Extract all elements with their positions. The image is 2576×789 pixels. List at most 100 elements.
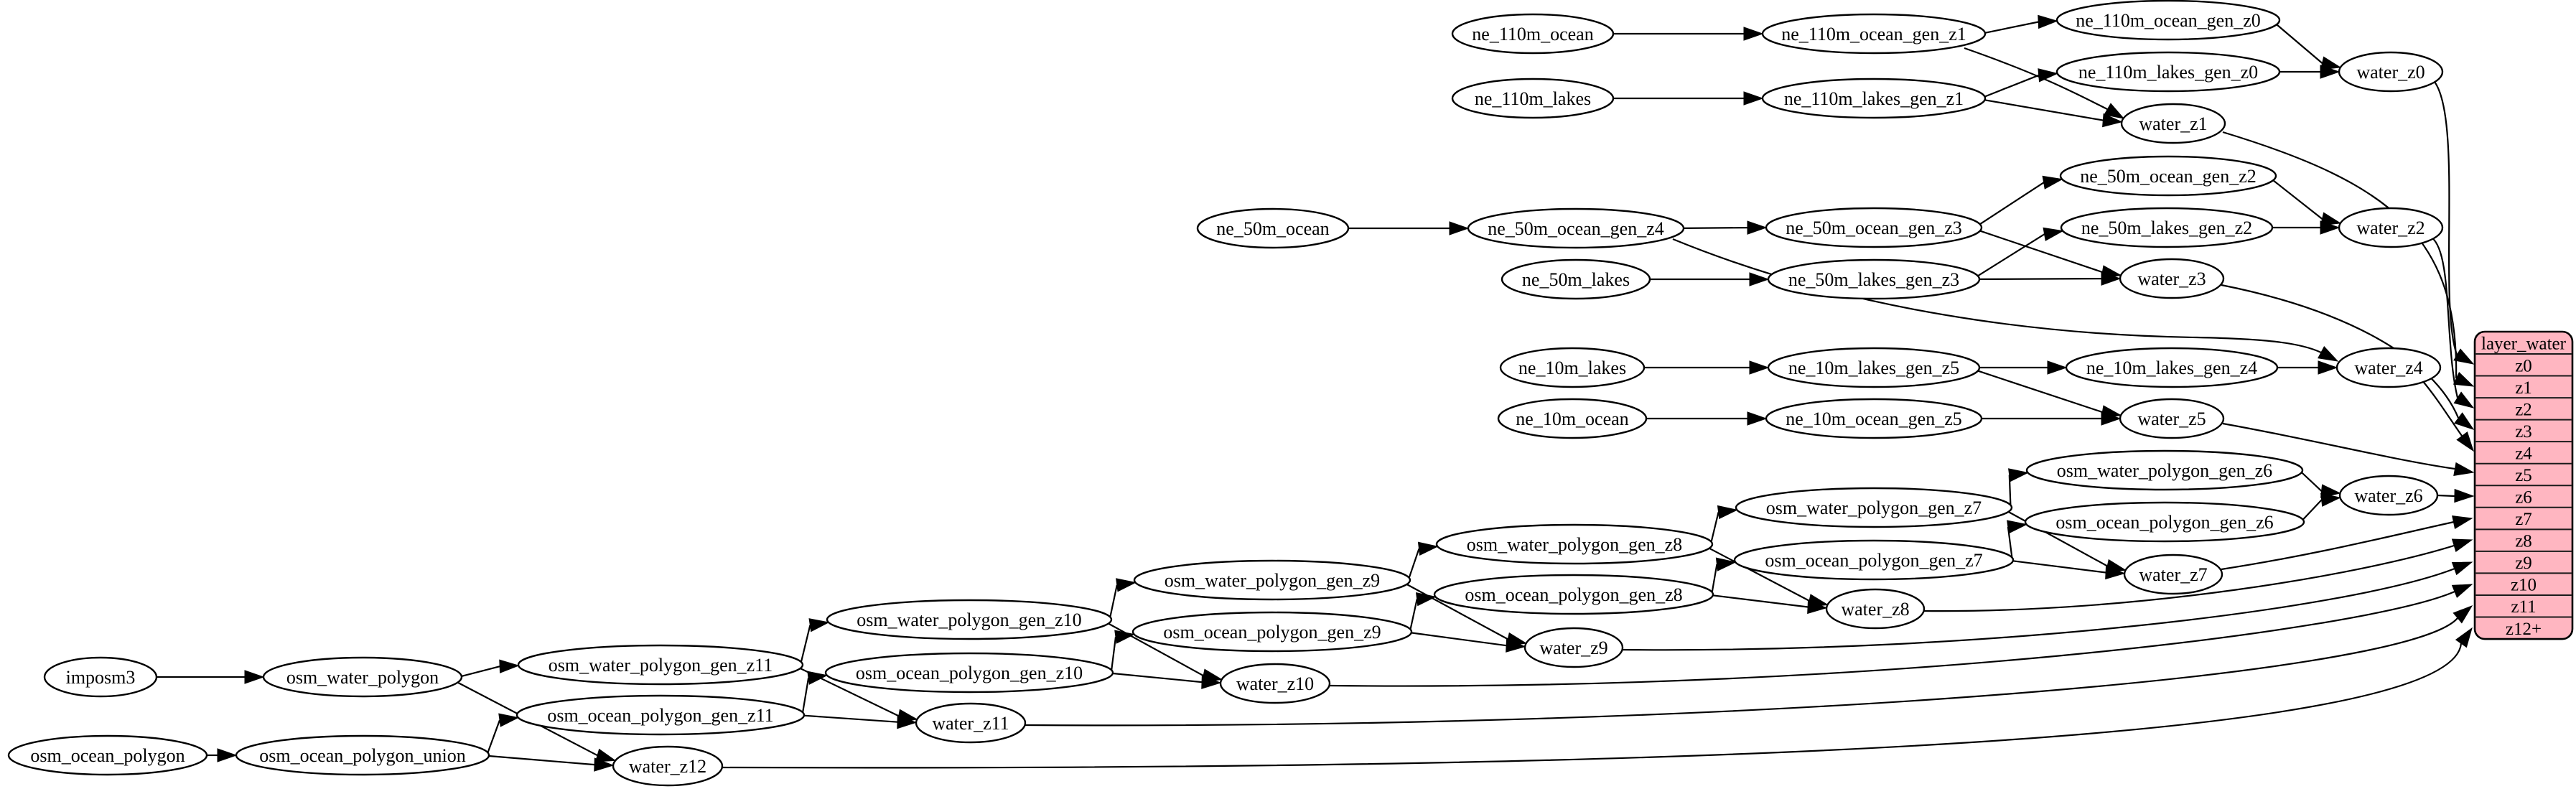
edge-osm_water_polygon-to-osm_water_polygon_gen_z11 bbox=[461, 666, 500, 677]
edge-osm_ocean_polygon_gen_z7-to-water_z7-arrow-icon bbox=[2105, 565, 2126, 580]
node-osm_ocean_polygon_gen_z9: osm_ocean_polygon_gen_z9 bbox=[1131, 611, 1413, 653]
edge-osm_ocean_polygon_gen_z10-to-osm_ocean_polygon_gen_z9 bbox=[1111, 636, 1117, 671]
node-ne_50m_ocean: ne_50m_ocean bbox=[1196, 207, 1350, 249]
node-osm_ocean_polygon_gen_z8-label: osm_ocean_polygon_gen_z8 bbox=[1465, 584, 1682, 605]
node-osm_ocean_polygon_union-label: osm_ocean_polygon_union bbox=[259, 745, 465, 766]
node-water_z3-shape bbox=[2119, 258, 2225, 299]
node-osm_water_polygon_gen_z7-shape bbox=[1735, 487, 2013, 528]
table-row-z11: z11 bbox=[2511, 597, 2536, 617]
edge-osm_ocean_polygon-to-osm_ocean_polygon_union-arrow-icon bbox=[217, 748, 238, 762]
node-water_z5: water_z5 bbox=[2119, 398, 2225, 439]
node-ne_110m_ocean_gen_z1-label: ne_110m_ocean_gen_z1 bbox=[1781, 24, 1966, 45]
node-water_z2: water_z2 bbox=[2338, 207, 2444, 248]
table-row-z4: z4 bbox=[2515, 444, 2532, 463]
node-osm_water_polygon_gen_z8: osm_water_polygon_gen_z8 bbox=[1435, 523, 1714, 565]
node-osm_ocean_polygon_gen_z10: osm_ocean_polygon_gen_z10 bbox=[824, 652, 1114, 694]
edge-osm_water_polygon_gen_z8-to-water_z8 bbox=[1709, 547, 1810, 602]
node-osm_ocean_polygon_gen_z6: osm_ocean_polygon_gen_z6 bbox=[2024, 501, 2305, 543]
edge-water_z5-to-layer_waterz5-arrow-icon bbox=[2453, 462, 2475, 476]
node-osm_water_polygon_gen_z9-label: osm_water_polygon_gen_z9 bbox=[1165, 570, 1380, 591]
edge-water_z12-to-layer_waterz12-arrow-icon bbox=[2455, 627, 2473, 648]
edge-osm_ocean_polygon_gen_z6-to-water_z6-arrow-icon bbox=[2320, 492, 2341, 507]
edge-ne_50m_ocean_gen_z4-to-water_z4 bbox=[1672, 238, 2322, 353]
node-osm_water_polygon_gen_z10-shape bbox=[826, 599, 1113, 640]
node-water_z4-label: water_z4 bbox=[2354, 358, 2422, 378]
edge-osm_ocean_polygon_gen_z8-to-osm_ocean_polygon_gen_z7-arrow-icon bbox=[1715, 557, 1737, 571]
edge-ne_110m_ocean_gen_z0-to-water_z0 bbox=[2276, 24, 2323, 64]
table-row-z3: z3 bbox=[2515, 422, 2532, 442]
node-ne_50m_ocean_gen_z4-label: ne_50m_ocean_gen_z4 bbox=[1488, 218, 1663, 239]
edge-osm_ocean_polygon_gen_z11-to-osm_ocean_polygon_gen_z10 bbox=[802, 678, 810, 713]
edge-osm_ocean_polygon_union-to-water_z12-arrow-icon bbox=[594, 757, 615, 772]
node-water_z9-shape bbox=[1523, 627, 1624, 668]
node-osm_ocean_polygon_gen_z11-label: osm_ocean_polygon_gen_z11 bbox=[547, 705, 773, 726]
node-water_z9-label: water_z9 bbox=[1539, 638, 1607, 658]
node-water_z12: water_z12 bbox=[612, 745, 724, 787]
node-osm_ocean_polygon_gen_z6-shape bbox=[2024, 501, 2305, 543]
node-osm_water_polygon_gen_z9-shape bbox=[1133, 559, 1411, 601]
node-osm_water_polygon_gen_z10: osm_water_polygon_gen_z10 bbox=[826, 599, 1113, 640]
table-row-z12: z12+ bbox=[2506, 620, 2542, 639]
node-osm_ocean_polygon_gen_z10-label: osm_ocean_polygon_gen_z10 bbox=[856, 663, 1083, 683]
edge-imposm3-to-osm_water_polygon-arrow-icon bbox=[244, 670, 265, 684]
node-water_z0: water_z0 bbox=[2338, 51, 2444, 93]
edge-ne_50m_lakes_gen_z3-to-ne_50m_lakes_gen_z2 bbox=[1977, 233, 2045, 277]
node-ne_10m_lakes_gen_z4-label: ne_10m_lakes_gen_z4 bbox=[2086, 358, 2257, 378]
edge-osm_ocean_polygon_gen_z7-to-water_z7 bbox=[2012, 560, 2106, 574]
edge-ne_110m_lakes_gen_z1-to-ne_110m_lakes_gen_z0 bbox=[1984, 74, 2040, 98]
edge-water_z1-to-layer_waterz1-arrow-icon bbox=[2453, 372, 2475, 387]
node-water_z3: water_z3 bbox=[2119, 258, 2225, 299]
edge-ne_50m_lakes_gen_z2-to-water_z2-arrow-icon bbox=[2320, 220, 2341, 235]
node-osm_water_polygon-shape bbox=[262, 656, 463, 698]
node-water_z8-label: water_z8 bbox=[1841, 599, 1909, 620]
edge-osm_ocean_polygon_gen_z8-to-water_z8 bbox=[1712, 594, 1809, 608]
node-ne_10m_ocean-label: ne_10m_ocean bbox=[1516, 408, 1628, 429]
node-ne_110m_ocean: ne_110m_ocean bbox=[1451, 13, 1615, 55]
node-water_z7-shape bbox=[2123, 554, 2223, 595]
node-ne_50m_lakes_gen_z2: ne_50m_lakes_gen_z2 bbox=[2060, 207, 2274, 248]
node-water_z9: water_z9 bbox=[1523, 627, 1624, 668]
edge-ne_110m_ocean_gen_z0-to-water_z0-arrow-icon bbox=[2320, 56, 2342, 70]
edge-layer bbox=[157, 21, 2463, 769]
node-ne_50m_ocean_gen_z4: ne_50m_ocean_gen_z4 bbox=[1467, 207, 1685, 249]
node-water_z4-shape bbox=[2335, 347, 2442, 388]
node-ne_110m_lakes_gen_z1: ne_110m_lakes_gen_z1 bbox=[1761, 78, 1987, 119]
edge-water_z9-to-layer_waterz9 bbox=[1622, 567, 2455, 651]
edge-osm_water_polygon_gen_z7-to-osm_water_polygon_gen_z6-arrow-icon bbox=[2008, 468, 2030, 482]
edge-osm_water_polygon_gen_z9-to-water_z9 bbox=[1406, 583, 1508, 640]
node-water_z1-shape bbox=[2120, 103, 2226, 144]
node-osm_ocean_polygon_gen_z11: osm_ocean_polygon_gen_z11 bbox=[515, 694, 806, 736]
edge-osm_water_polygon-to-osm_water_polygon_gen_z11-arrow-icon bbox=[499, 659, 520, 673]
edge-osm_ocean_polygon_gen_z11-to-osm_ocean_polygon_gen_z10-arrow-icon bbox=[807, 671, 829, 685]
edge-osm_water_polygon_gen_z9-to-osm_water_polygon_gen_z8-arrow-icon bbox=[1417, 541, 1439, 556]
node-water_z11-label: water_z11 bbox=[932, 713, 1009, 734]
edge-water_z10-to-layer_waterz10 bbox=[1329, 590, 2455, 687]
edge-osm_water_polygon_gen_z8-to-osm_water_polygon_gen_z7-arrow-icon bbox=[1717, 505, 1738, 520]
edge-ne_50m_ocean_gen_z3-to-ne_50m_ocean_gen_z2-arrow-icon bbox=[2042, 175, 2063, 190]
node-ne_10m_ocean_gen_z5-label: ne_10m_ocean_gen_z5 bbox=[1786, 408, 1961, 429]
edge-water_z8-to-layer_waterz8-arrow-icon bbox=[2451, 538, 2473, 553]
edge-ne_50m_ocean-to-ne_50m_ocean_gen_z4-arrow-icon bbox=[1449, 221, 1470, 235]
edge-osm_water_polygon_gen_z10-to-osm_water_polygon_gen_z9 bbox=[1109, 584, 1118, 617]
node-ne_50m_lakes: ne_50m_lakes bbox=[1501, 258, 1651, 300]
node-ne_110m_lakes_gen_z0-shape bbox=[2055, 51, 2281, 93]
node-water_z10-shape bbox=[1219, 663, 1331, 704]
edge-ne_110m_lakes_gen_z1-to-water_z1 bbox=[1984, 99, 2104, 121]
edge-water_z9-to-layer_waterz9-arrow-icon bbox=[2451, 561, 2473, 576]
edge-ne_110m_lakes_gen_z1-to-water_z1-arrow-icon bbox=[2102, 113, 2123, 128]
node-osm_water_polygon: osm_water_polygon bbox=[262, 656, 463, 698]
edge-water_z8-to-layer_waterz8 bbox=[1923, 544, 2455, 612]
edge-ne_50m_ocean_gen_z2-to-water_z2 bbox=[2272, 179, 2323, 220]
node-ne_10m_lakes: ne_10m_lakes bbox=[1499, 347, 1646, 388]
node-ne_50m_ocean-label: ne_50m_ocean bbox=[1216, 218, 1329, 239]
node-imposm3: imposm3 bbox=[43, 656, 158, 698]
edge-ne_110m_lakes_gen_z1-to-ne_110m_lakes_gen_z0-arrow-icon bbox=[2038, 68, 2059, 83]
edge-water_z11-to-layer_waterz11 bbox=[1025, 617, 2458, 727]
node-ne_110m_lakes_gen_z0-label: ne_110m_lakes_gen_z0 bbox=[2078, 62, 2258, 83]
edge-water_z6-to-layer_waterz6-arrow-icon bbox=[2454, 488, 2475, 503]
edge-water_z4-to-layer_waterz4 bbox=[2421, 379, 2463, 436]
node-water_z0-shape bbox=[2338, 51, 2444, 93]
node-imposm3-label: imposm3 bbox=[66, 667, 136, 688]
node-water_z12-shape bbox=[612, 745, 724, 787]
edge-water_z3-to-layer_waterz3-arrow-icon bbox=[2453, 412, 2475, 430]
